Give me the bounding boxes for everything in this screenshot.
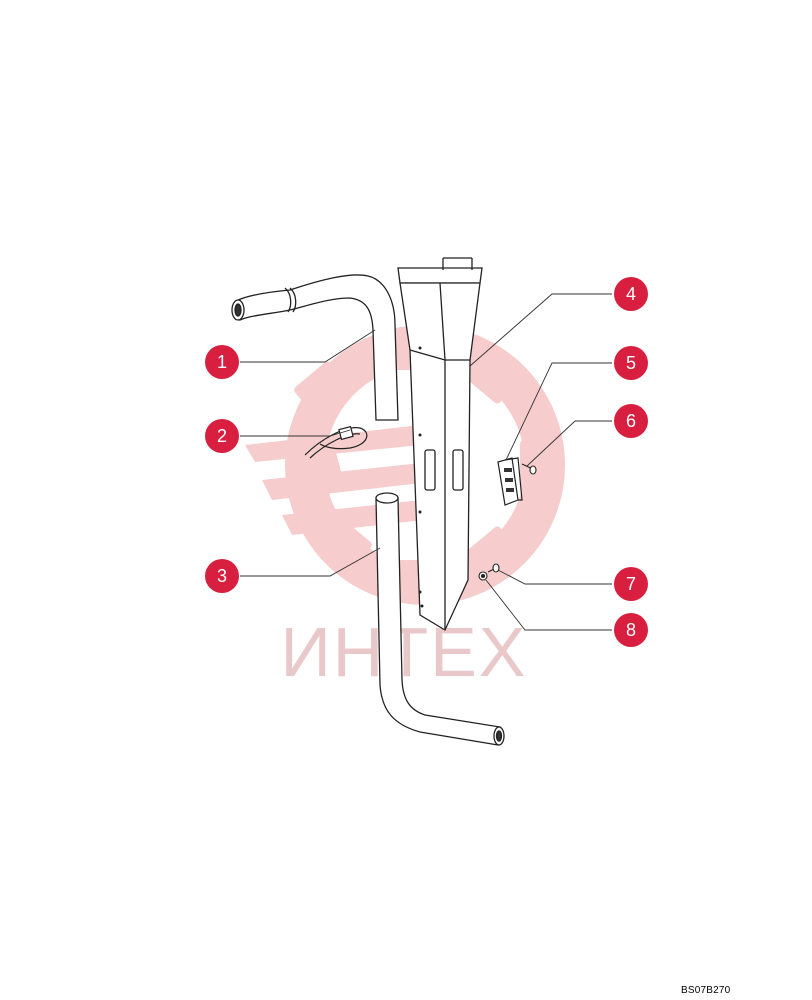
callout-7: 7	[614, 567, 648, 601]
callout-8: 8	[614, 613, 648, 647]
lower-tube	[375, 492, 505, 746]
screw	[521, 463, 537, 475]
svg-text:7: 7	[626, 574, 636, 594]
svg-text:3: 3	[217, 566, 227, 586]
bolt-washer	[478, 563, 500, 581]
switch-connector	[497, 457, 523, 506]
leader-lines	[240, 293, 612, 631]
svg-text:4: 4	[626, 284, 636, 304]
upper-tube	[231, 274, 399, 421]
column-bracket	[397, 257, 483, 631]
callout-2: 2	[205, 419, 239, 453]
svg-text:6: 6	[626, 411, 636, 431]
callout-3: 3	[205, 559, 239, 593]
callout-6: 6	[614, 404, 648, 438]
svg-text:1: 1	[217, 352, 227, 372]
callout-1: 1	[205, 345, 239, 379]
watermark-text: ИНТЕХ	[280, 613, 527, 691]
svg-text:2: 2	[217, 426, 227, 446]
callout-4: 4	[614, 277, 648, 311]
svg-text:5: 5	[626, 353, 636, 373]
callout-5: 5	[614, 346, 648, 380]
svg-text:8: 8	[626, 620, 636, 640]
drawing-code: BS07B270	[681, 985, 731, 996]
